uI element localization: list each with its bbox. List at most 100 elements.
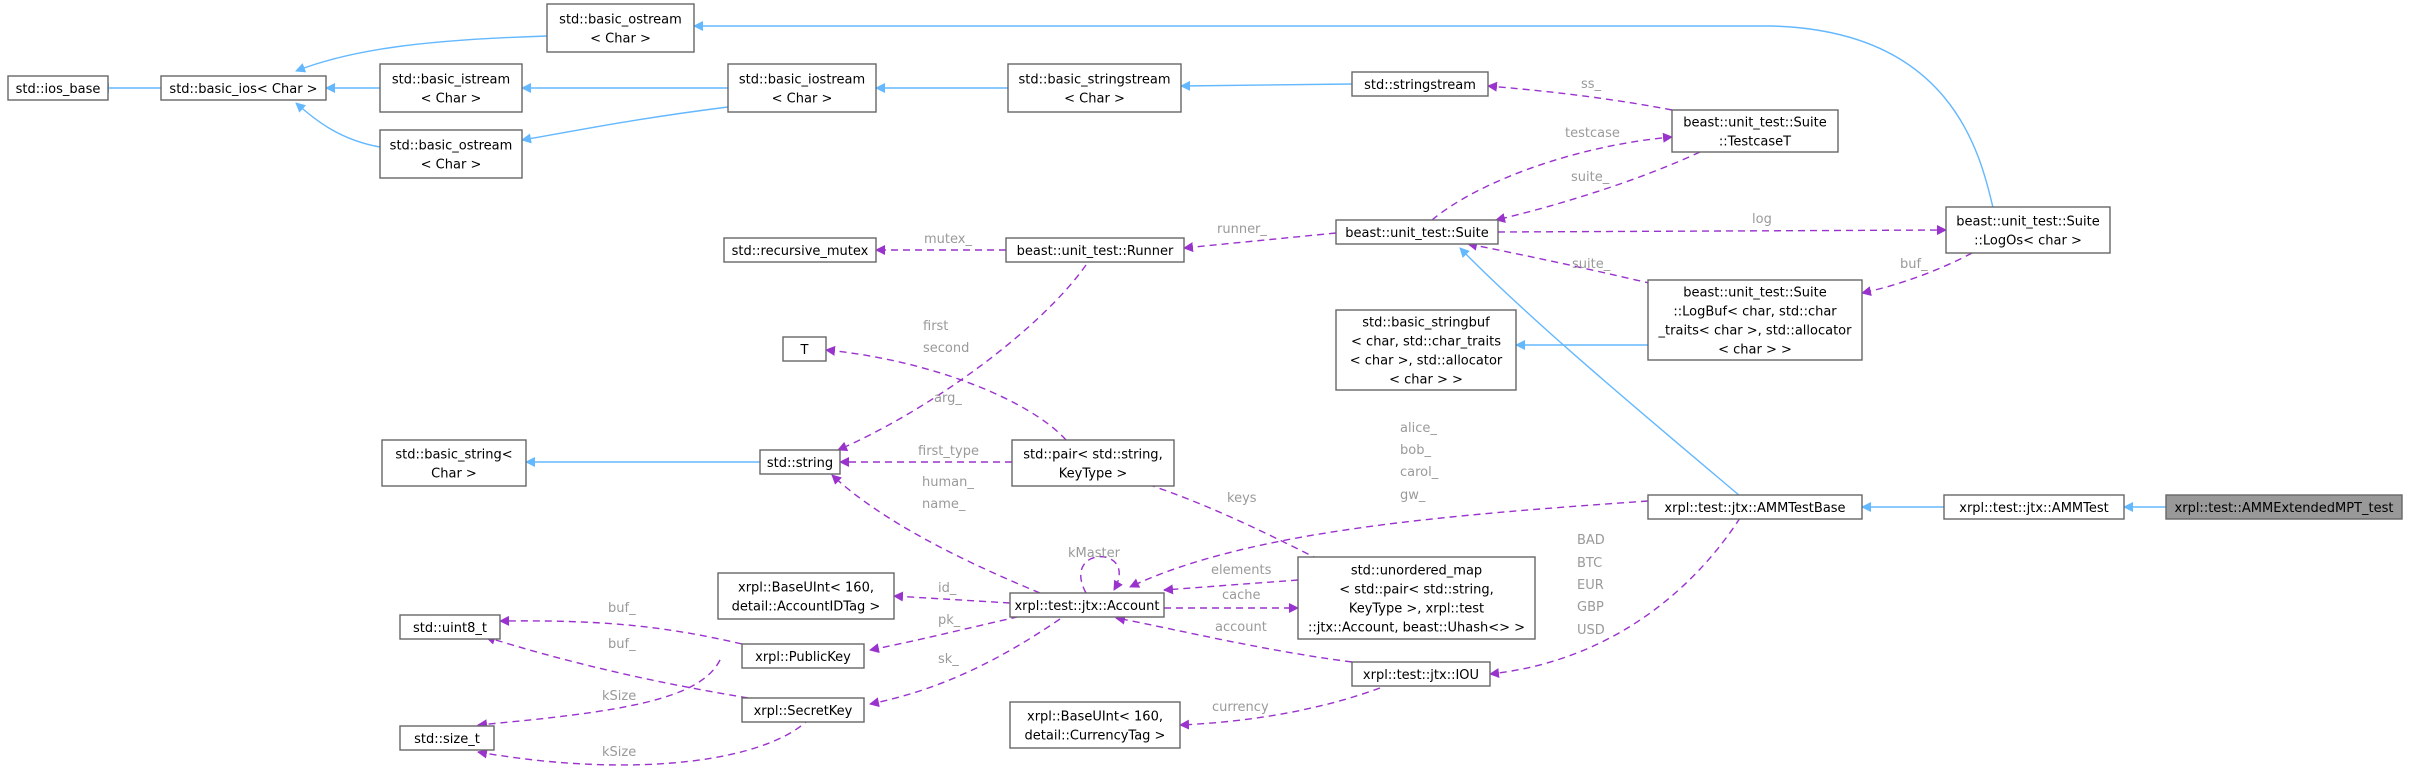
class-node-secretkey[interactable]: xrpl::SecretKey (741, 697, 865, 723)
edge-currencies (1489, 517, 1741, 679)
edge-label-ss: ss_ (1581, 77, 1602, 92)
edge-label-human: human_ (922, 475, 974, 490)
class-node-testcaset[interactable]: beast::unit_test::Suite::TestcaseT (1671, 109, 1839, 153)
class-node-label: KeyType > (1059, 467, 1127, 482)
class-node-baseuint-currency[interactable]: xrpl::BaseUInt< 160,detail::CurrencyTag … (1009, 701, 1181, 749)
class-node-box (1007, 63, 1182, 113)
class-node-box (1009, 701, 1181, 749)
class-node-string[interactable]: std::string (759, 449, 841, 475)
class-node-t[interactable]: T (782, 336, 827, 362)
class-node-label: std::uint8_t (413, 621, 487, 636)
edge-alice-bob-carol-gw (1129, 500, 1649, 588)
edge-stringstream-to-basic-stringstream (1180, 80, 1353, 91)
class-node-box (741, 697, 865, 723)
class-node-label: Char > (431, 467, 477, 482)
edge-label-carol: carol_ (1400, 465, 1439, 480)
class-node-box (1351, 71, 1489, 97)
class-node-label: ::TestcaseT (1719, 135, 1791, 150)
class-node-recursive-mutex[interactable]: std::recursive_mutex (723, 237, 877, 263)
class-node-basic-ios[interactable]: std::basic_ios< Char > (160, 75, 327, 101)
class-node-ios-base[interactable]: std::ios_base (7, 75, 109, 101)
class-node-basic-string[interactable]: std::basic_string<Char > (381, 439, 527, 487)
class-node-box (1943, 494, 2125, 520)
class-node-label: T (800, 343, 809, 358)
edge-label-arg: arg_ (934, 391, 962, 406)
inheritance-edges (99, 21, 2166, 512)
class-node-ammtest[interactable]: xrpl::test::jtx::AMMTest (1943, 494, 2125, 520)
class-node-box (399, 725, 495, 751)
edge-ammtestbase-to-suite (1459, 247, 1741, 497)
edge-label-kmaster: kMaster (1068, 546, 1121, 561)
class-node-stringstream[interactable]: std::stringstream (1351, 71, 1489, 97)
class-node-label: std::size_t (414, 732, 480, 747)
class-node-box (1351, 661, 1491, 687)
edge-label-buf-logbuf: buf_ (1900, 257, 1928, 272)
edge-elements (1163, 579, 1299, 595)
edge-label-buf-publickey: buf_ (608, 601, 636, 616)
class-node-suite[interactable]: beast::unit_test::Suite (1335, 219, 1499, 245)
class-node-basic-iostream[interactable]: std::basic_iostream< Char > (727, 63, 877, 113)
edge-suite-testcaset (1495, 151, 1701, 223)
class-node-basic-ostream-top[interactable]: std::basic_ostream< Char > (546, 3, 695, 53)
class-node-baseuint-account[interactable]: xrpl::BaseUInt< 160,detail::AccountIDTag… (717, 572, 895, 620)
edge-iostream-to-ostream-mid (521, 106, 729, 144)
class-node-label: ::jtx::Account, beast::Uhash<> > (1308, 621, 1525, 636)
edge-label-bob: bob_ (1400, 443, 1431, 458)
class-node-basic-istream[interactable]: std::basic_istream< Char > (379, 63, 523, 113)
class-node-label: ::LogOs< char > (1974, 234, 2082, 249)
edge-label-pk: pk_ (938, 613, 961, 628)
class-node-publickey[interactable]: xrpl::PublicKey (741, 643, 865, 669)
class-node-basic-ostream-mid[interactable]: std::basic_ostream< Char > (379, 129, 523, 179)
class-node-size-t[interactable]: std::size_t (399, 725, 495, 751)
class-node-label: std::string (767, 456, 833, 471)
class-node-label: std::basic_ostream (559, 13, 682, 28)
class-node-label: detail::AccountIDTag > (732, 600, 881, 615)
edge-label-name: name_ (922, 497, 966, 512)
class-node-label: std::unordered_map (1351, 564, 1482, 579)
class-node-box (1297, 556, 1536, 640)
class-node-iou[interactable]: xrpl::test::jtx::IOU (1351, 661, 1491, 687)
class-node-box (1945, 206, 2111, 254)
class-node-runner[interactable]: beast::unit_test::Runner (1005, 237, 1185, 263)
class-node-box (1009, 592, 1165, 618)
class-node-box (1335, 309, 1517, 391)
class-node-ammtestbase[interactable]: xrpl::test::jtx::AMMTestBase (1647, 494, 1863, 520)
edge-labels: ss_ testcase suite_ log runner_ mutex_ b… (602, 77, 1928, 760)
class-node-label: < char >, std::allocator (1350, 354, 1503, 369)
edge-label-first-type: first_type (918, 444, 979, 459)
class-node-account[interactable]: xrpl::test::jtx::Account (1009, 592, 1165, 618)
class-node-box (1647, 279, 1863, 361)
class-node-uint8[interactable]: std::uint8_t (399, 614, 501, 640)
edge-ostream-top-to-basic-ios (295, 35, 548, 73)
edge-label-bad: BAD (1577, 533, 1605, 548)
class-node-basic-stringbuf[interactable]: std::basic_stringbuf< char, std::char_tr… (1335, 309, 1517, 391)
edge-label-log: log (1752, 212, 1772, 227)
class-node-box (1005, 237, 1185, 263)
class-node-label: std::ios_base (16, 82, 101, 97)
class-node-unordered-map[interactable]: std::unordered_map< std::pair< std::stri… (1297, 556, 1536, 640)
class-node-label: xrpl::test::jtx::AMMTest (1959, 501, 2108, 516)
edge-buf-publickey (499, 615, 743, 645)
class-node-ammextended[interactable]: xrpl::test::AMMExtendedMPT_test (2165, 494, 2403, 520)
edge-ksize-secretkey (477, 717, 811, 766)
class-node-label: std::basic_string< (395, 448, 512, 463)
edge-label-suite2: suite_ (1572, 257, 1611, 272)
class-node-box (399, 614, 501, 640)
edge-ss (1487, 81, 1673, 111)
edge-label-first: first (923, 319, 948, 334)
class-node-pair[interactable]: std::pair< std::string,KeyType > (1011, 439, 1175, 487)
class-node-logbuf[interactable]: beast::unit_test::Suite::LogBuf< char, s… (1647, 279, 1863, 361)
edge-label-eur: EUR (1577, 578, 1604, 593)
edge-label-account: account (1215, 620, 1267, 635)
class-node-label: std::stringstream (1364, 78, 1476, 93)
edge-testcase (1431, 132, 1673, 221)
class-node-logos[interactable]: beast::unit_test::Suite::LogOs< char > (1945, 206, 2111, 254)
edge-kmaster (1080, 555, 1123, 594)
class-node-label: xrpl::BaseUInt< 160, (1027, 710, 1163, 725)
class-node-label: detail::CurrencyTag > (1025, 729, 1166, 744)
class-node-basic-stringstream[interactable]: std::basic_stringstream< Char > (1007, 63, 1182, 113)
edge-pk (869, 613, 1031, 654)
class-node-label: std::basic_ostream (390, 139, 513, 154)
class-node-label: < Char > (421, 92, 482, 107)
